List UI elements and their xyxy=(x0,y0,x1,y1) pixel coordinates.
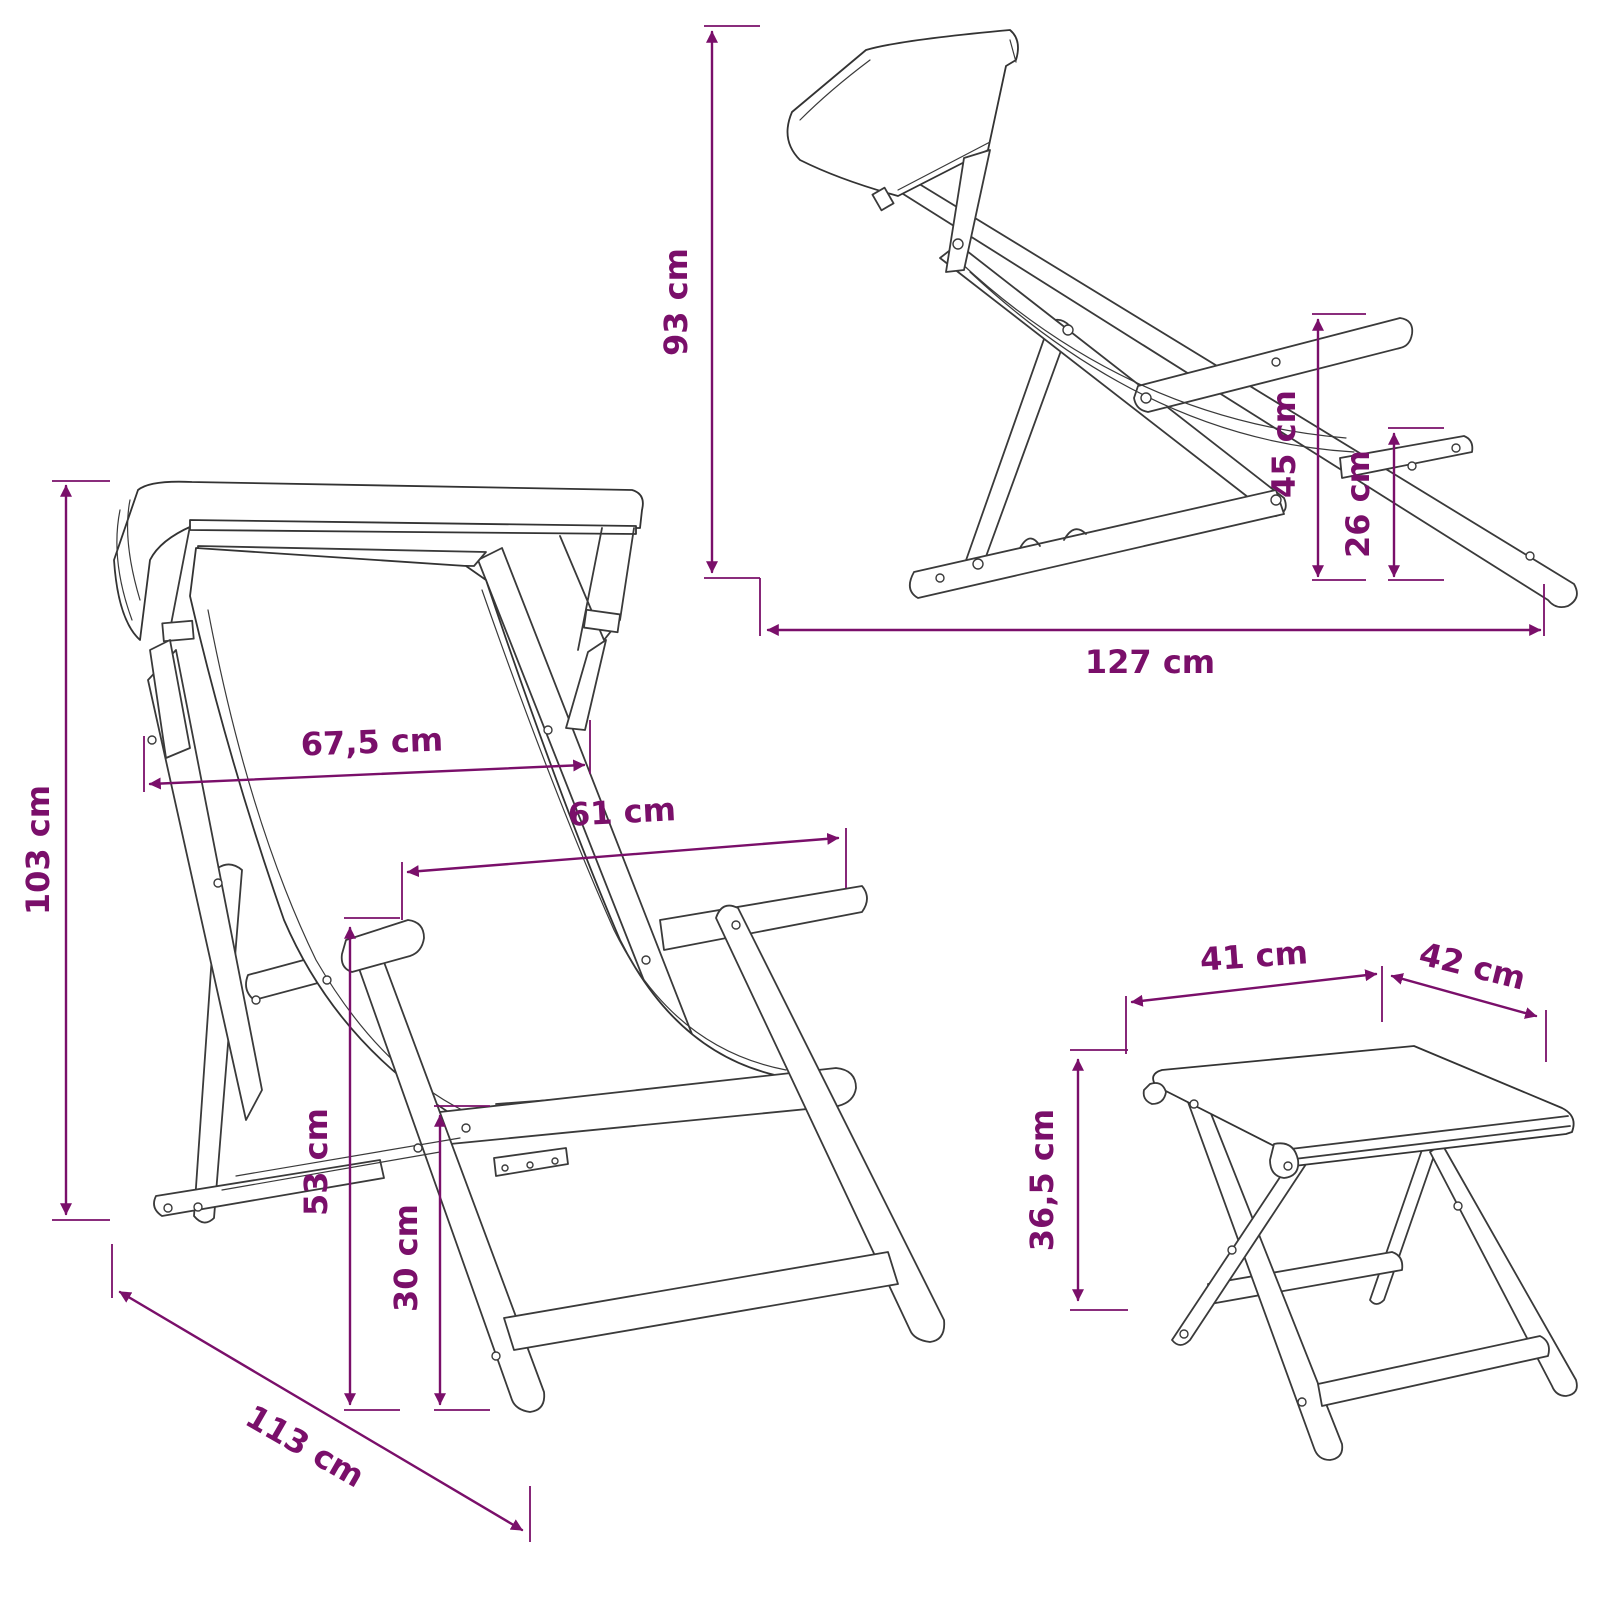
dimension-line xyxy=(1130,969,1378,1007)
dimension-label-chair-armrest-width: 61 cm xyxy=(567,790,677,834)
chair-side-view xyxy=(786,29,1578,609)
dimension-line xyxy=(118,1290,524,1532)
dimension-line xyxy=(1390,973,1538,1019)
dimension-label-chair-front-width: 67,5 cm xyxy=(300,721,444,764)
dimension-label-chair-seat-height: 30 cm xyxy=(387,1204,425,1312)
dimension-label-side-length: 127 cm xyxy=(1085,643,1215,681)
dimension-label-chair-armrest-height: 53 cm xyxy=(297,1108,335,1216)
dimension-label-side-height: 93 cm xyxy=(657,248,695,356)
dimension-label-stool-width: 41 cm xyxy=(1199,933,1309,978)
dimension-label-side-armrest-height: 45 cm xyxy=(1265,390,1303,498)
dimension-chair-armrest-width: 61 cm xyxy=(401,790,847,920)
dimension-side-length: 127 cm xyxy=(766,584,1545,681)
dimension-label-stool-height: 36,5 cm xyxy=(1023,1109,1061,1251)
stool xyxy=(1142,1045,1578,1461)
dimension-side-seat-height: 26 cm xyxy=(1339,427,1444,581)
dimension-chair-front-height: 103 cm xyxy=(19,480,110,1221)
dimension-label-side-seat-height: 26 cm xyxy=(1339,450,1377,558)
dimension-stool-depth: 42 cm xyxy=(1390,935,1547,1062)
dimension-side-armrest-height: 45 cm xyxy=(1265,313,1366,581)
dimension-label-chair-front-height: 103 cm xyxy=(19,785,57,915)
dimension-stool-height: 36,5 cm xyxy=(1023,1049,1128,1311)
dimension-label-chair-depth: 113 cm xyxy=(239,1397,371,1495)
chair-front-view xyxy=(113,480,946,1413)
dimension-side-height: 93 cm xyxy=(657,25,761,636)
dimension-line xyxy=(406,832,840,878)
dimension-chair-front-width: 67,5 cm xyxy=(143,720,591,792)
dimension-chair-depth: 113 cm xyxy=(111,1244,531,1542)
dimension-stool-width: 41 cm xyxy=(1125,933,1383,1054)
dimension-line xyxy=(148,759,586,790)
